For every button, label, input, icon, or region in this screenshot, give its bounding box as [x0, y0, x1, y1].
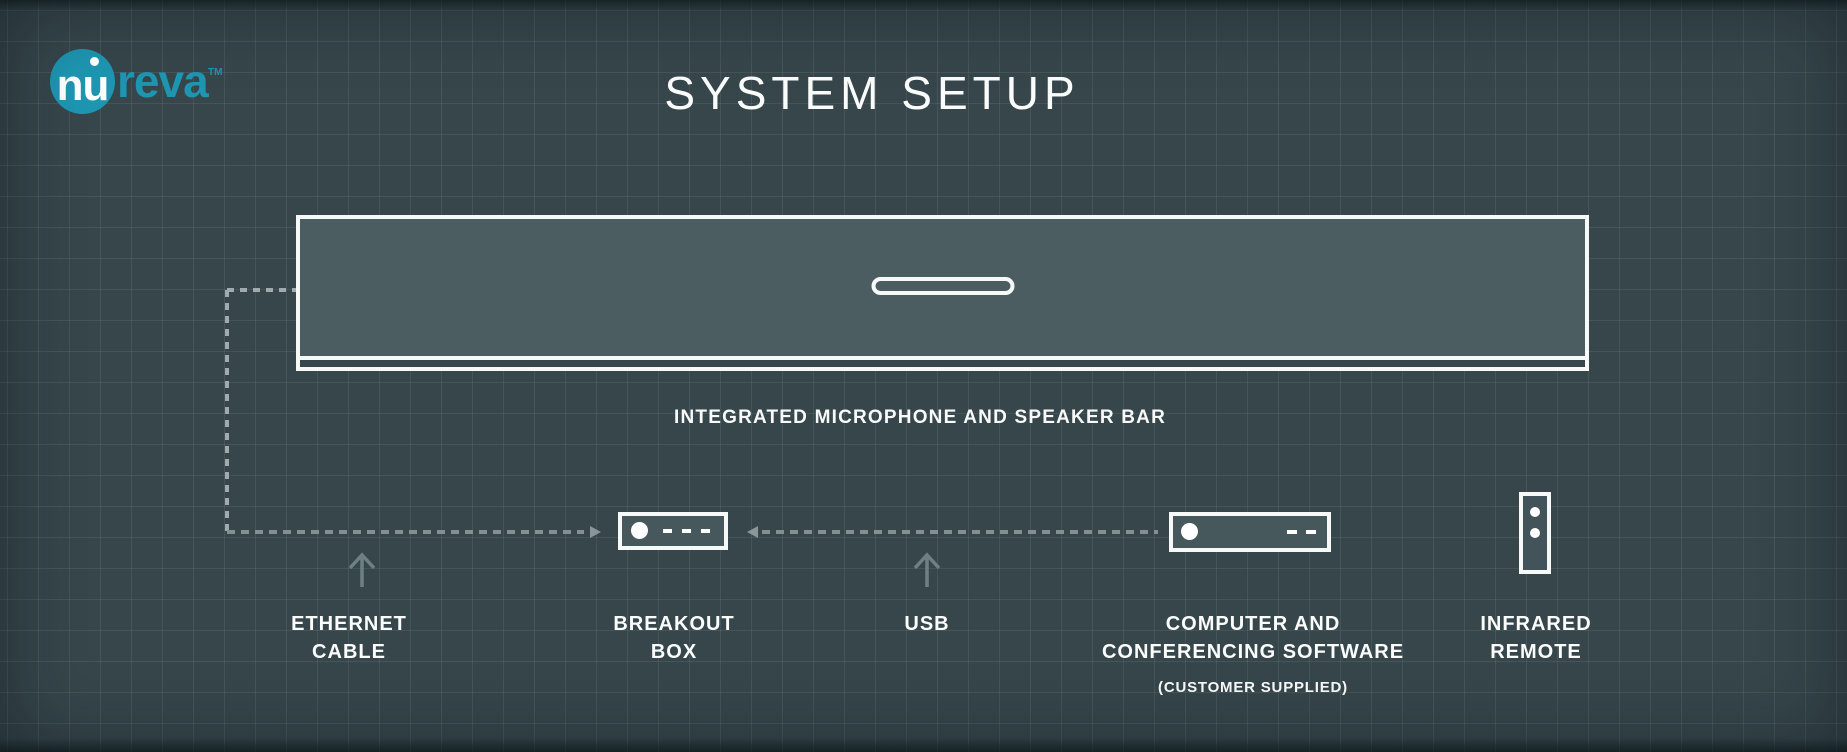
label-ethernet-cable: ETHERNET CABLE [291, 610, 407, 666]
label-customer-supplied: (CUSTOMER SUPPLIED) [1158, 679, 1348, 696]
led-dot-icon [1181, 523, 1198, 540]
dash-mark-icon [701, 529, 710, 533]
breakout-box-icon [618, 512, 728, 550]
dash-mark-icon [1287, 530, 1297, 534]
ethernet-connector-run [227, 530, 584, 534]
ethernet-connector-vertical [225, 290, 229, 532]
usb-connector-run [762, 530, 1158, 534]
label-line: USB [904, 613, 950, 635]
speaker-bar-illustration [296, 215, 1589, 371]
label-line: CABLE [312, 641, 386, 663]
label-line: REMOTE [1490, 641, 1582, 663]
infrared-remote-icon [1519, 492, 1551, 574]
label-line: BREAKOUT [613, 613, 735, 635]
label-line: CONFERENCING SOFTWARE [1101, 641, 1405, 663]
dash-mark-icon [682, 529, 691, 533]
label-line: ETHERNET [291, 613, 407, 635]
remote-led-icon [1530, 528, 1540, 538]
speaker-bar-label: INTEGRATED MICROPHONE AND SPEAKER BAR [674, 407, 1166, 428]
dash-mark-icon [1306, 530, 1316, 534]
trademark-symbol: TM [208, 67, 223, 78]
label-computer-software: COMPUTER AND CONFERENCING SOFTWARE [1102, 610, 1404, 666]
speaker-bar-slot-icon [871, 277, 1014, 295]
label-line: COMPUTER AND [1165, 613, 1341, 635]
arrowhead-left-icon [747, 526, 758, 538]
ethernet-up-arrow-icon [348, 552, 376, 587]
label-line: INFRARED [1480, 613, 1592, 635]
computer-box-icon [1169, 512, 1331, 552]
arrowhead-right-icon [590, 526, 601, 538]
label-breakout-box: BREAKOUT BOX [613, 610, 734, 666]
led-dot-icon [631, 522, 648, 539]
logo-dot-icon [90, 57, 99, 66]
speaker-bar-base [300, 356, 1585, 367]
logo-circle-text: nu [56, 61, 110, 110]
remote-led-icon [1530, 507, 1540, 517]
dash-mark-icon [663, 529, 672, 533]
ethernet-connector-top [227, 288, 296, 292]
label-infrared-remote: INFRARED REMOTE [1480, 610, 1591, 666]
page-title: SYSTEM SETUP [664, 67, 1080, 119]
label-line: BOX [650, 641, 698, 663]
logo-circle-icon: nu [50, 49, 115, 114]
label-usb: USB [904, 610, 949, 638]
usb-up-arrow-icon [913, 552, 941, 587]
logo-wordmark: reva [117, 55, 209, 107]
